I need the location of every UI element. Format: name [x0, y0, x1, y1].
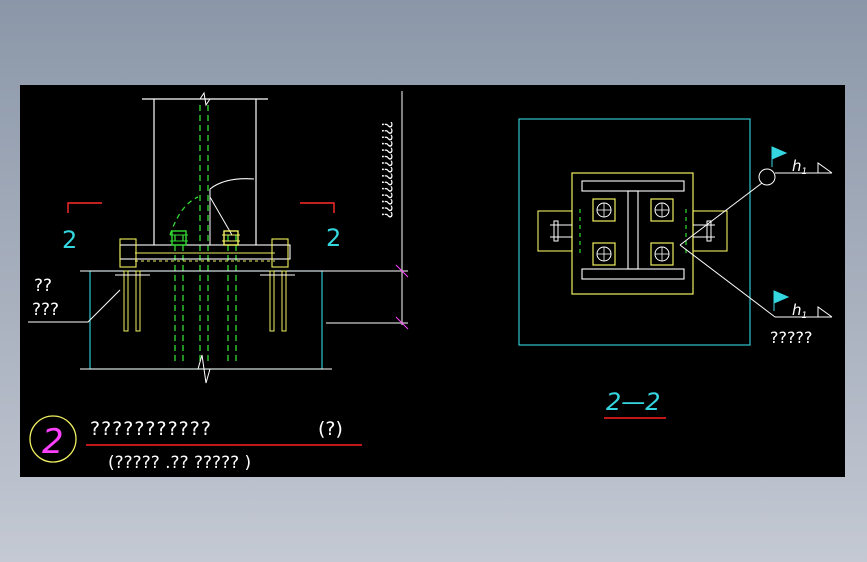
anchor-nut-left	[171, 230, 187, 246]
dimension-tick	[395, 264, 409, 278]
anchor-bolt-plan	[650, 242, 674, 266]
anchor-nut-right	[223, 230, 239, 246]
vertical-note: ???????????????	[378, 121, 394, 218]
view-title: 2—2	[606, 388, 661, 416]
detail-scale: (?)	[318, 418, 343, 440]
stiffener-arc	[209, 178, 255, 190]
concrete-foundation	[89, 270, 323, 370]
left-label-line2: ???	[32, 300, 59, 320]
stiffener-end	[706, 220, 712, 242]
green-dashed-arc	[169, 196, 199, 236]
side-stiffener-left	[119, 238, 137, 268]
cad-drawing: 2 2 ?? ??? ???????????????	[28, 91, 833, 473]
h-section-top-flange	[581, 180, 685, 192]
weld-all-around-circle	[758, 168, 776, 186]
anchor-note: ?????	[770, 328, 812, 347]
anchor-bolt-plan	[650, 198, 674, 222]
anchor-bolt-plan	[592, 198, 616, 222]
section-mark-bracket-right	[300, 202, 335, 213]
cad-drawing-viewport[interactable]: 2 2 ?? ??? ???????????????	[20, 85, 845, 477]
detail-subtitle: (????? .?? ????? )	[108, 453, 251, 473]
anchor-bolt	[281, 270, 287, 332]
anchor-bolt-plan	[592, 242, 616, 266]
detail-number: 2	[42, 422, 64, 462]
weld-h-label-upper: h1	[792, 157, 807, 177]
detail-number-circle	[29, 415, 77, 463]
anchor-bolt	[123, 270, 129, 332]
label-leader	[28, 289, 121, 323]
weld-triangle-upper	[817, 162, 833, 174]
elevation-view	[28, 91, 409, 384]
h-section-bottom-flange	[581, 268, 685, 280]
section-mark-right: 2	[326, 224, 341, 252]
side-stiffener-east	[692, 210, 728, 252]
detail-title: ???????????	[90, 418, 212, 440]
base-plate	[119, 244, 291, 260]
section-mark-bracket-left	[67, 202, 102, 213]
side-stiffener-right	[271, 238, 289, 268]
anchor-bolt	[135, 270, 141, 332]
weld-flag	[773, 290, 790, 304]
weld-leader-upper	[679, 182, 763, 246]
section-mark-left: 2	[62, 226, 77, 254]
left-label-line1: ??	[34, 276, 52, 296]
weld-h-label-lower: h1	[792, 301, 807, 321]
foundation-outline	[518, 118, 751, 346]
dimension-tick	[395, 316, 409, 330]
side-stiffener-west	[537, 210, 573, 252]
stiffener-diagonal	[209, 196, 233, 236]
weld-flag	[771, 146, 788, 160]
anchor-bolt	[269, 270, 275, 332]
plan-view-2-2	[518, 118, 833, 346]
break-symbol-bottom	[197, 354, 211, 384]
break-symbol-top	[199, 91, 211, 107]
stiffener-end	[553, 220, 559, 242]
weld-triangle-lower	[817, 306, 833, 318]
weld-leader-lower	[679, 244, 776, 318]
h-section-web	[627, 190, 639, 270]
